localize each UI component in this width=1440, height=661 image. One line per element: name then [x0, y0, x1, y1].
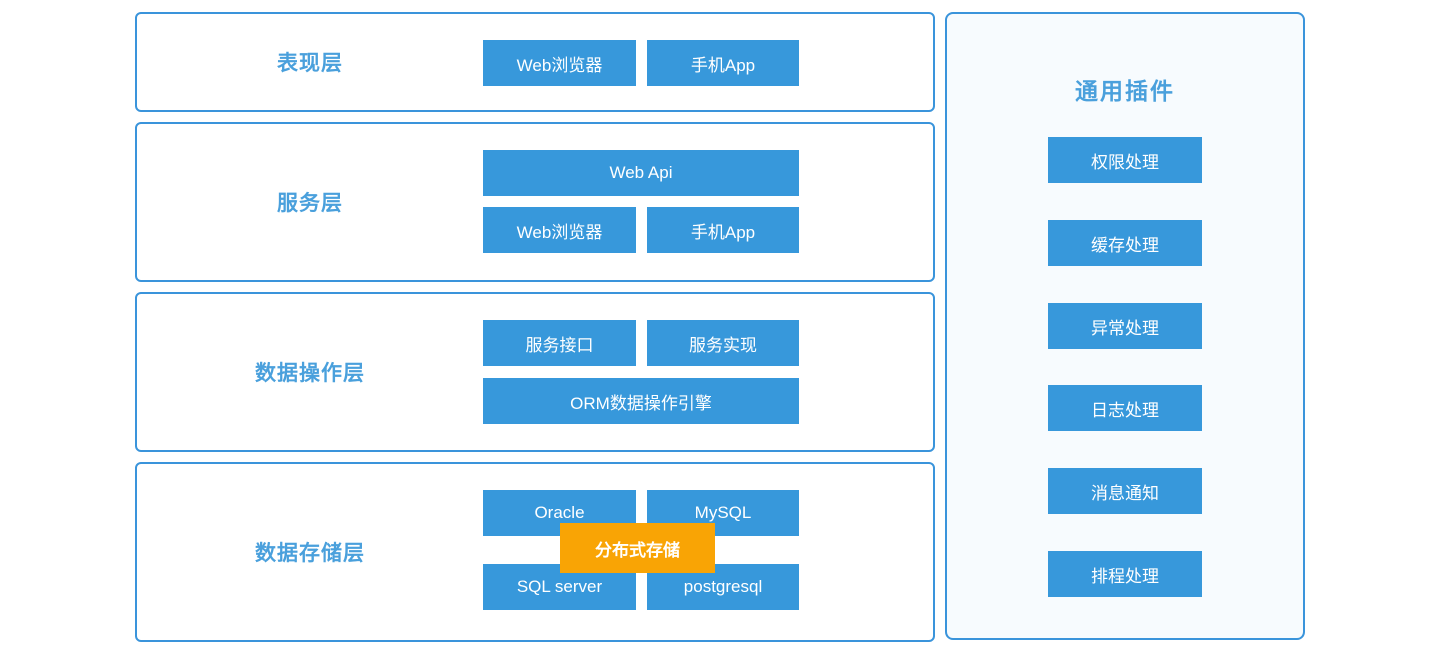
plugin-scheduling: 排程处理	[1048, 551, 1202, 597]
plugin-notification: 消息通知	[1048, 468, 1202, 514]
plugin-logging: 日志处理	[1048, 385, 1202, 431]
common-plugins-panel: 通用插件 权限处理 缓存处理 异常处理 日志处理 消息通知 排程处理	[945, 12, 1305, 640]
node-web-browser: Web浏览器	[483, 207, 636, 253]
plugin-exception: 异常处理	[1048, 303, 1202, 349]
node-web-api: Web Api	[483, 150, 799, 196]
node-orm-engine: ORM数据操作引擎	[483, 378, 799, 424]
plugin-permission: 权限处理	[1048, 137, 1202, 183]
layer-presentation: 表现层 Web浏览器 手机App	[135, 12, 935, 112]
node-oracle: Oracle	[483, 490, 636, 536]
layer-data-storage: 数据存储层 Oracle MySQL SQL server postgresql…	[135, 462, 935, 642]
layer-data-operation-label: 数据操作层	[255, 362, 365, 385]
node-service-interface: 服务接口	[483, 320, 636, 366]
plugin-cache: 缓存处理	[1048, 220, 1202, 266]
layer-service-label: 服务层	[277, 192, 343, 215]
node-service-implementation: 服务实现	[647, 320, 799, 366]
node-mobile-app: 手机App	[647, 207, 799, 253]
layer-data-storage-label: 数据存储层	[255, 542, 365, 565]
layer-data-operation: 数据操作层 服务接口 服务实现 ORM数据操作引擎	[135, 292, 935, 452]
layer-presentation-label: 表现层	[277, 52, 343, 75]
node-mobile-app: 手机App	[647, 40, 799, 86]
node-postgresql: postgresql	[647, 564, 799, 610]
node-distributed-storage: 分布式存储	[560, 523, 715, 573]
node-sql-server: SQL server	[483, 564, 636, 610]
node-web-browser: Web浏览器	[483, 40, 636, 86]
layer-service: 服务层 Web Api Web浏览器 手机App	[135, 122, 935, 282]
common-plugins-title: 通用插件	[1075, 78, 1175, 104]
